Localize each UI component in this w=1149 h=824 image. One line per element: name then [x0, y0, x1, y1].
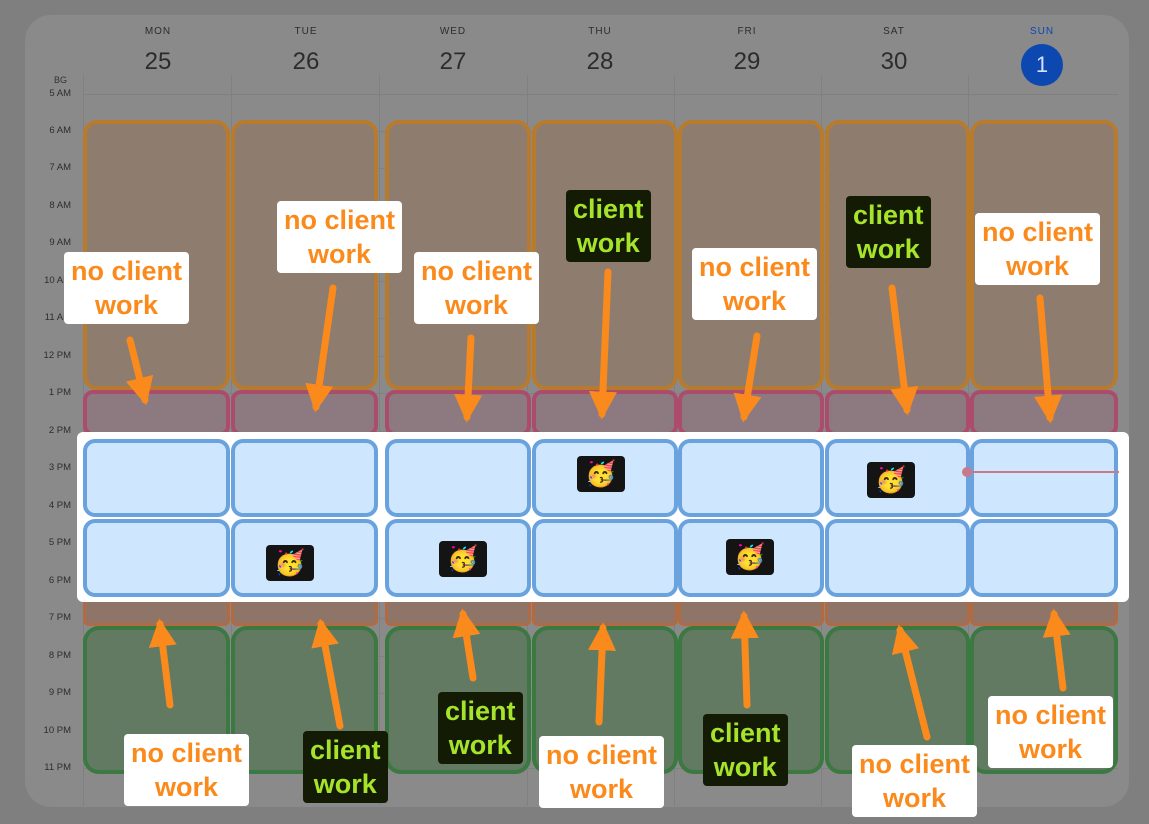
- hour-label: 11 PM: [44, 762, 71, 773]
- arrow-wed-top: [454, 334, 483, 423]
- hour-label: 8 AM: [49, 200, 71, 211]
- hour-label: 8 PM: [48, 650, 71, 661]
- day-of-week-sun: SUN: [1029, 26, 1055, 37]
- hour-gridline: [83, 94, 1118, 95]
- timezone-label: BG: [54, 75, 68, 85]
- party-face-emoji: 🥳: [439, 541, 487, 577]
- hour-label: 12 PM: [43, 350, 71, 361]
- hour-label: 7 AM: [49, 162, 71, 173]
- date-28-button[interactable]: 28: [586, 48, 614, 75]
- hour-label: 6 PM: [48, 575, 71, 586]
- arrow-sat-top: [888, 284, 919, 416]
- arrow-thu-top: [588, 268, 617, 420]
- hour-label: 4 PM: [48, 500, 71, 511]
- hour-label: 9 AM: [49, 237, 71, 248]
- arrow-mon-top: [125, 336, 154, 406]
- date-27-button[interactable]: 27: [439, 48, 467, 75]
- date-29-button[interactable]: 29: [733, 48, 761, 75]
- focus-block-tue-late[interactable]: [231, 519, 378, 597]
- day-of-week-wed: WED: [439, 26, 467, 37]
- hour-label: 5 AM: [49, 88, 71, 96]
- focus-block-mon-late[interactable]: [83, 519, 230, 597]
- hour-label: 1 PM: [48, 387, 71, 398]
- arrow-sat-bottom: [891, 624, 931, 741]
- current-time-dot: [962, 467, 972, 477]
- date-26-button[interactable]: 26: [292, 48, 320, 75]
- day-of-week-tue: TUE: [294, 26, 318, 37]
- party-face-emoji: 🥳: [266, 545, 314, 581]
- arrow-thu-bottom: [588, 622, 617, 726]
- arrow-wed-bottom: [452, 608, 481, 682]
- arrow-tue-bottom: [311, 618, 344, 730]
- hour-label: 7 PM: [48, 612, 71, 623]
- hour-label: 6 AM: [49, 125, 71, 136]
- focus-block-sun-early[interactable]: [970, 439, 1118, 517]
- arrow-sun-top: [1034, 294, 1063, 424]
- day-of-week-sat: SAT: [883, 26, 905, 37]
- focus-block-wed-early[interactable]: [385, 439, 531, 517]
- arrow-fri-top: [733, 332, 762, 423]
- arrow-fri-bottom: [730, 610, 759, 709]
- hour-label: 10 PM: [43, 725, 71, 736]
- party-face-emoji: 🥳: [577, 456, 625, 492]
- focus-block-mon-early[interactable]: [83, 439, 230, 517]
- arrow-mon-bottom: [148, 618, 177, 709]
- day-of-week-fri: FRI: [737, 26, 757, 37]
- focus-block-fri-late[interactable]: [678, 519, 824, 597]
- date-30-button[interactable]: 30: [880, 48, 908, 75]
- date-1-today-button[interactable]: 1: [1021, 44, 1063, 86]
- arrow-tue-top: [305, 284, 337, 413]
- day-of-week-thu: THU: [588, 26, 612, 37]
- focus-block-sun-late[interactable]: [970, 519, 1118, 597]
- date-25-button[interactable]: 25: [144, 48, 172, 75]
- party-face-emoji: 🥳: [726, 539, 774, 575]
- arrow-sun-bottom: [1042, 608, 1071, 692]
- hour-label: 9 PM: [48, 687, 71, 698]
- focus-block-sat-early[interactable]: [825, 439, 970, 517]
- party-face-emoji: 🥳: [867, 462, 915, 498]
- day-of-week-mon: MON: [144, 26, 172, 37]
- hour-label: 11 AM: [44, 312, 71, 323]
- hour-label: 2 PM: [48, 425, 71, 436]
- hour-label: 3 PM: [48, 462, 71, 473]
- focus-block-tue-early[interactable]: [231, 439, 378, 517]
- hour-label: 10 AM: [44, 275, 71, 286]
- focus-block-thu-late[interactable]: [532, 519, 678, 597]
- hour-label: 5 PM: [48, 537, 71, 548]
- focus-block-fri-early[interactable]: [678, 439, 824, 517]
- current-time-line: [970, 471, 1119, 473]
- focus-block-sat-late[interactable]: [825, 519, 970, 597]
